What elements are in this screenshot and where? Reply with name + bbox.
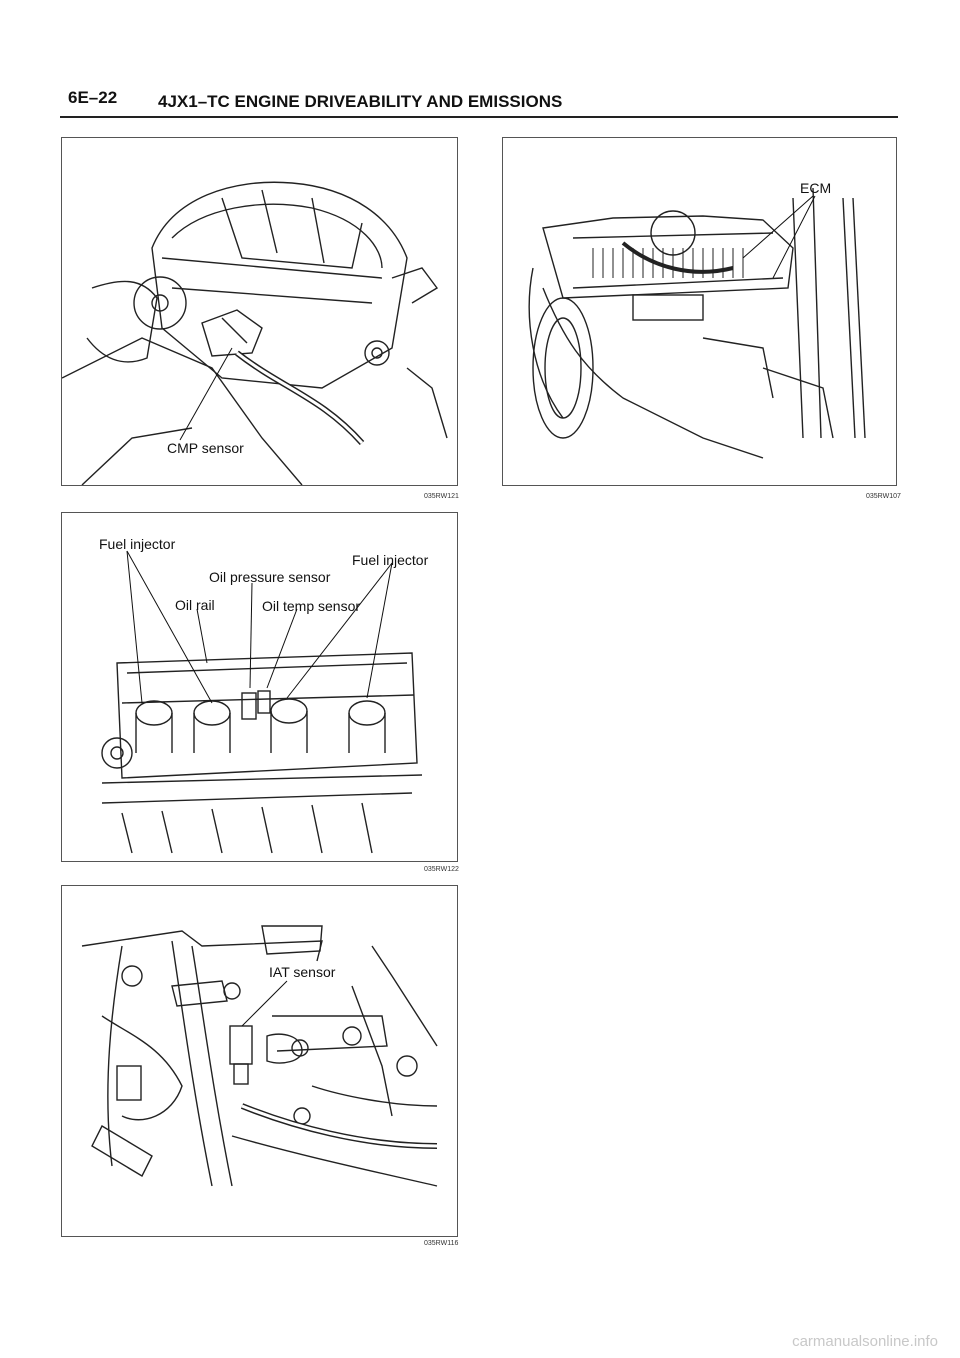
ecm-label: ECM [800, 180, 832, 196]
oil-pressure-sensor-label: Oil pressure sensor [209, 569, 331, 585]
page-title: 4JX1–TC ENGINE DRIVEABILITY AND EMISSION… [158, 92, 563, 111]
injector-leader-lines [126, 550, 393, 704]
ecm-figure-id: 035RW107 [866, 493, 901, 500]
fuel-injector-left-label: Fuel injector [99, 536, 176, 552]
site-watermark: carmanualsonline.info [792, 1333, 938, 1350]
ecm-leader-line-2 [772, 195, 816, 279]
cmp-sensor-figure: CMP sensor [61, 137, 458, 486]
ecm-leader-line-1 [742, 195, 814, 259]
cmp-figure-id: 035RW121 [424, 493, 459, 500]
ecm-illustration [528, 187, 866, 459]
cmp-sensor-label: CMP sensor [167, 440, 244, 456]
fuel-injector-right-label: Fuel injector [352, 552, 429, 568]
oil-temp-sensor-label: Oil temp sensor [262, 598, 361, 614]
page-number: 6E–22 [68, 88, 118, 107]
iat-sensor-figure: IAT sensor [61, 885, 458, 1237]
oil-rail-label: Oil rail [175, 597, 215, 613]
injector-illustration [101, 550, 423, 854]
header-divider [60, 116, 898, 118]
injector-figure-id: 035RW122 [424, 866, 459, 873]
iat-sensor-illustration [81, 925, 438, 1187]
ecm-figure: ECM [502, 137, 897, 486]
iat-sensor-label: IAT sensor [269, 964, 336, 980]
cmp-sensor-illustration [62, 181, 448, 485]
cmp-leader-line [179, 347, 233, 441]
injector-figure: Fuel injector Oil pressure sensor Fuel i… [61, 512, 458, 862]
iat-figure-id: 035RW116 [424, 1240, 459, 1247]
iat-leader-line [241, 980, 288, 1027]
